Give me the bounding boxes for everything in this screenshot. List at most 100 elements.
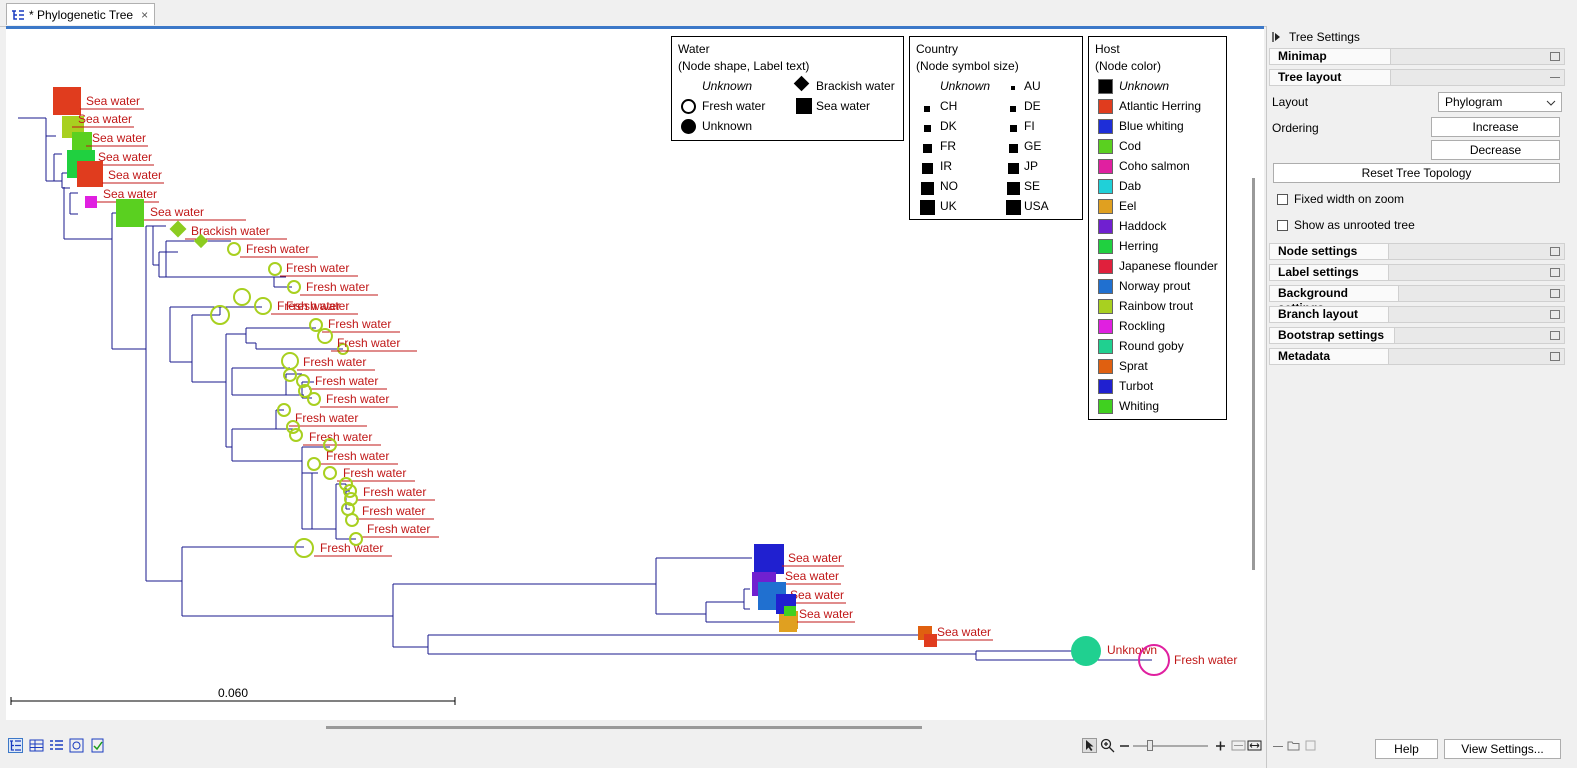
decrease-button[interactable]: Decrease: [1431, 140, 1560, 160]
history-view-icon[interactable]: [90, 738, 105, 753]
zoom-slider-handle[interactable]: [1147, 740, 1153, 751]
legend-country-subtitle: (Node symbol size): [916, 59, 1019, 73]
fit-width-icon[interactable]: [1231, 738, 1246, 753]
size-square-icon: [1009, 144, 1018, 153]
tree-node-circle: [341, 502, 355, 516]
legend-country-fi: FI: [1024, 119, 1035, 133]
zoom-slider-track[interactable]: [1133, 745, 1208, 747]
list-view-icon[interactable]: [49, 738, 64, 753]
fit-all-icon[interactable]: [1247, 738, 1262, 753]
section-node-settings[interactable]: Node settings: [1269, 243, 1565, 260]
collapse-panel-icon[interactable]: [1271, 31, 1283, 43]
expand-icon[interactable]: [1550, 352, 1560, 361]
expand-icon[interactable]: [1550, 247, 1560, 256]
layout-select[interactable]: Phylogram: [1438, 92, 1562, 112]
section-background-settings[interactable]: Background settings: [1269, 285, 1565, 315]
legend-host-label: Rockling: [1119, 319, 1166, 333]
section-metadata[interactable]: Metadata: [1269, 348, 1565, 365]
tree-leaf-label: Fresh water: [309, 430, 372, 444]
tree-node-circle: [309, 318, 323, 332]
legend-water-brackish: Brackish water: [816, 79, 895, 93]
tree-node-circle: [227, 242, 241, 256]
fixed-width-checkbox[interactable]: Fixed width on zoom: [1277, 192, 1404, 206]
legend-host-subtitle: (Node color): [1095, 59, 1162, 73]
reset-tree-topology-button[interactable]: Reset Tree Topology: [1273, 163, 1560, 183]
tree-view-icon[interactable]: [8, 738, 23, 753]
legend-water-subtitle: (Node shape, Label text): [678, 59, 810, 73]
increase-button[interactable]: Increase: [1431, 117, 1560, 137]
tree-settings-panel: Tree Settings Minimap Tree layout Layout…: [1266, 26, 1577, 768]
tree-node-circle-filled: [1071, 636, 1101, 666]
section-branch-layout[interactable]: Branch layout: [1269, 306, 1565, 323]
collapse-icon[interactable]: [1550, 77, 1560, 78]
tree-branch: [301, 446, 330, 530]
tree-node-circle: [289, 428, 303, 442]
size-square-icon: [920, 200, 935, 215]
tree-node-diamond: [169, 220, 187, 238]
checkbox-icon[interactable]: [1277, 193, 1288, 205]
section-label-settings[interactable]: Label settings: [1269, 264, 1565, 281]
zoom-out-icon[interactable]: [1117, 738, 1132, 753]
zoom-in-icon[interactable]: [1213, 738, 1228, 753]
info-view-icon[interactable]: [69, 738, 84, 753]
tree-leaf-label: Sea water: [785, 569, 839, 583]
legend-host-item: Blue whiting: [1098, 116, 1218, 136]
tree-branch: [311, 472, 336, 530]
tree-branch: [392, 583, 656, 648]
section-minimap[interactable]: Minimap: [1269, 48, 1565, 65]
expand-icon[interactable]: [1550, 331, 1560, 340]
section-bootstrap-settings[interactable]: Bootstrap settings: [1269, 327, 1565, 344]
tree-branch: [245, 327, 316, 344]
expand-icon[interactable]: [1550, 289, 1560, 298]
legend-country-title: Country: [916, 42, 959, 56]
tree-leaf-label: Fresh water: [337, 336, 400, 350]
tree-node-square: [53, 87, 81, 115]
tab-bar: * Phylogenetic Tree ×: [0, 0, 1577, 27]
minus-icon[interactable]: [1273, 746, 1283, 747]
tree-leaf-label: Fresh water: [277, 299, 340, 313]
tree-leaf-label: Fresh water: [1174, 653, 1237, 667]
table-view-icon[interactable]: [29, 738, 44, 753]
tree-leaf-label: Sea water: [92, 131, 146, 145]
tree-node-circle: [294, 538, 314, 558]
tree-leaf-label: Sea water: [790, 588, 844, 602]
checkbox-icon[interactable]: [1277, 219, 1288, 231]
scale-bar-label: 0.060: [218, 686, 248, 700]
close-icon[interactable]: ×: [141, 7, 149, 22]
color-swatch-icon: [1098, 78, 1113, 94]
legend-host-item: Norway prout: [1098, 276, 1218, 296]
unrooted-checkbox[interactable]: Show as unrooted tree: [1277, 218, 1415, 232]
tree-branch: [152, 225, 166, 266]
legend-country-fr: FR: [940, 139, 956, 153]
save-settings-icon[interactable]: [1304, 740, 1317, 751]
tree-leaf-label: Fresh water: [315, 374, 378, 388]
panel-header[interactable]: Tree Settings: [1271, 28, 1569, 46]
expand-icon[interactable]: [1550, 52, 1560, 61]
view-settings-button[interactable]: View Settings...: [1444, 739, 1561, 759]
legend-water-fresh: Fresh water: [702, 99, 766, 113]
help-button[interactable]: Help: [1375, 739, 1438, 759]
tree-node-circle: [339, 477, 353, 491]
tree-branch: [191, 314, 226, 383]
expand-icon[interactable]: [1550, 268, 1560, 277]
section-tree-layout[interactable]: Tree layout: [1269, 69, 1565, 86]
zoom-in-mode-icon[interactable]: [1100, 738, 1115, 753]
tab-phylogenetic-tree[interactable]: * Phylogenetic Tree ×: [6, 3, 156, 25]
tree-node-square: [779, 614, 797, 632]
folder-icon[interactable]: [1287, 740, 1300, 751]
legend-host-label: Sprat: [1119, 359, 1148, 373]
expand-icon[interactable]: [1550, 310, 1560, 319]
legend-host-label: Herring: [1119, 239, 1159, 253]
tree-node-square: [72, 132, 92, 152]
tree-node-circle: [307, 392, 321, 406]
tree-node-circle: [286, 420, 300, 434]
tree-leaf-label: Fresh water: [343, 466, 406, 480]
tree-node-square: [85, 196, 97, 208]
size-square-icon: [924, 106, 930, 112]
vertical-scrollbar[interactable]: [1252, 178, 1255, 570]
selection-mode-icon[interactable]: [1082, 738, 1097, 753]
tree-branch: [63, 187, 112, 240]
horizontal-scrollbar[interactable]: [326, 726, 922, 729]
